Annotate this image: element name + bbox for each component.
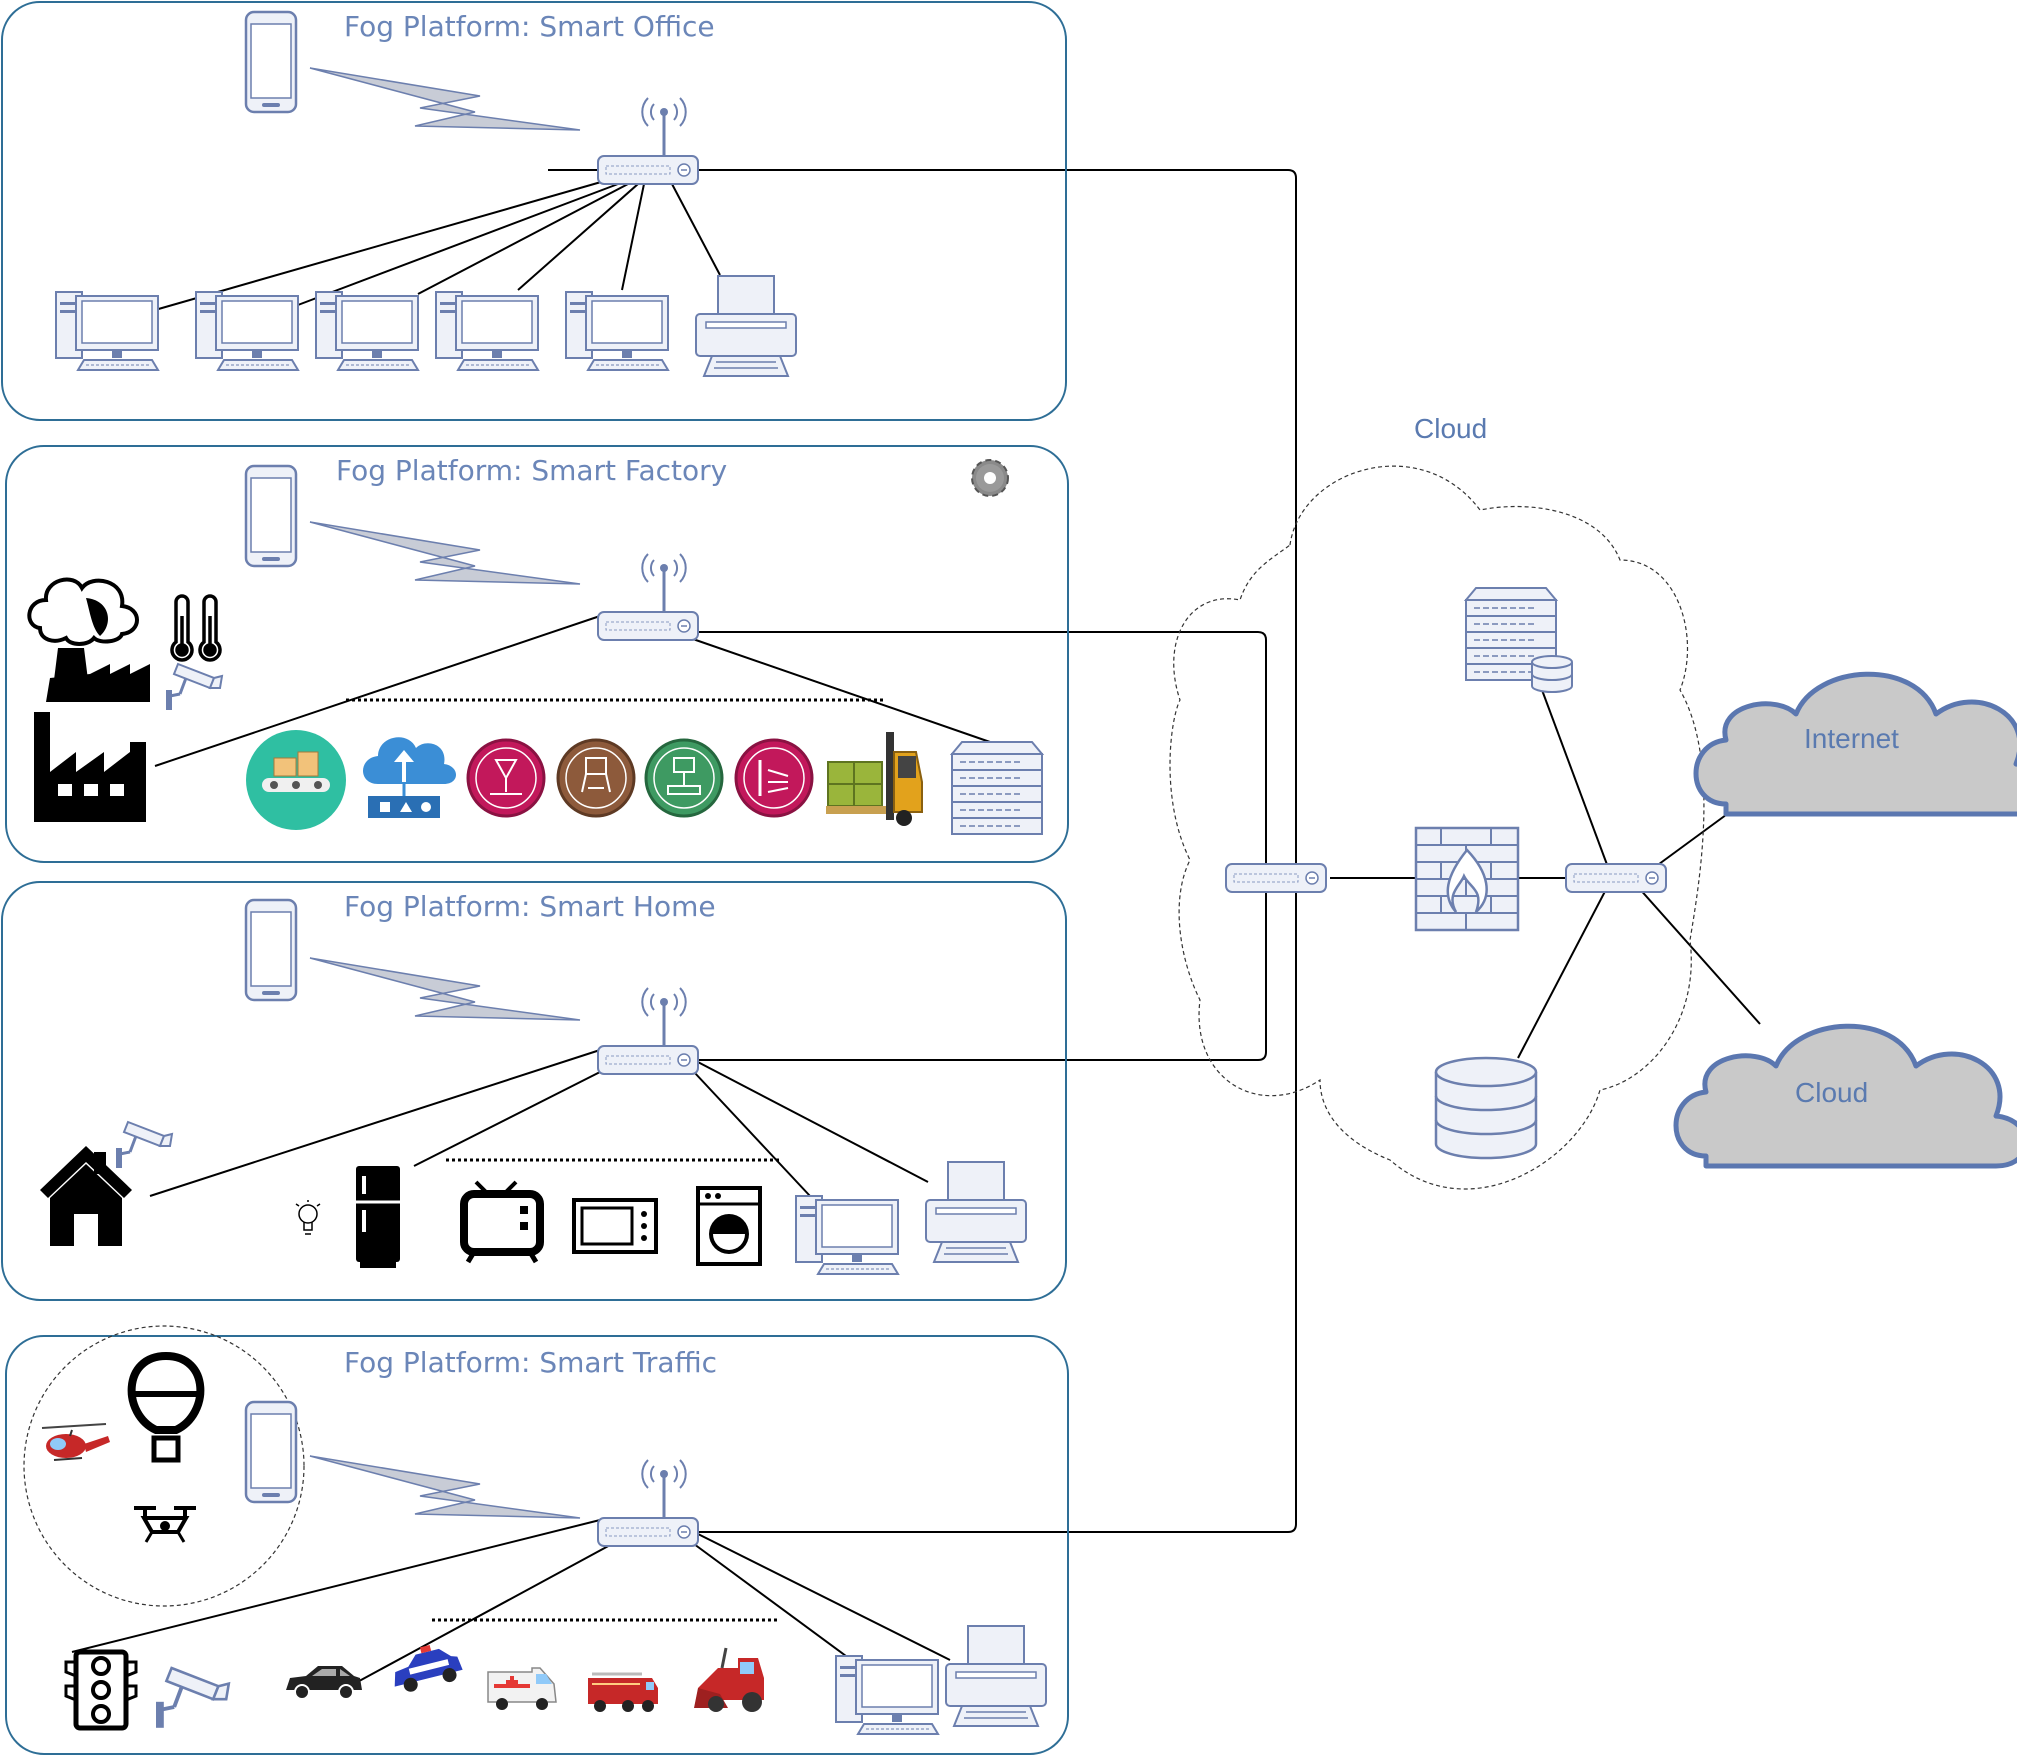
power-plant-icon	[27, 577, 150, 702]
traffic-light-icon	[64, 1649, 138, 1731]
robotic-welding-icon	[734, 738, 814, 818]
printer-icon[interactable]	[925, 1161, 1027, 1263]
hot-air-balloon-icon	[127, 1351, 205, 1463]
ambulance-icon	[487, 1667, 557, 1710]
wireless-router-icon[interactable]	[598, 98, 698, 184]
desktop-pc-icon[interactable]	[795, 1195, 899, 1275]
platform-smart-office: Fog Platform: Smart Office	[1, 1, 1067, 421]
database-icon[interactable]	[1434, 1056, 1538, 1160]
aerial-zone	[23, 1325, 305, 1607]
desktop-pc-icon[interactable]	[565, 291, 669, 371]
wireless-link-icon	[309, 957, 581, 1021]
platform-title: Fog Platform: Smart Office	[344, 10, 715, 43]
helicopter-icon	[41, 1423, 110, 1461]
platform-title: Fog Platform: Smart Factory	[336, 454, 727, 487]
wireless-router-icon[interactable]	[598, 988, 698, 1074]
desktop-pc-icon[interactable]	[315, 291, 419, 371]
firewall-icon[interactable]	[1414, 826, 1520, 932]
desktop-pc-icon[interactable]	[55, 291, 159, 371]
car-icon	[286, 1666, 362, 1700]
phone-icon[interactable]	[244, 1400, 298, 1504]
printer-icon[interactable]	[945, 1625, 1047, 1727]
cloud-region-label: Cloud	[1414, 413, 1487, 444]
forklift-icon	[826, 732, 923, 826]
phone-icon[interactable]	[244, 10, 298, 114]
house-icon	[40, 1146, 132, 1246]
core-router-right[interactable]	[1565, 863, 1667, 893]
core-router-left[interactable]	[1225, 863, 1327, 893]
internet-label: Internet	[1804, 723, 1899, 754]
platform-smart-home: Fog Platform: Smart Home	[1, 881, 1067, 1301]
microwave-icon	[572, 1198, 658, 1254]
phone-icon[interactable]	[244, 898, 298, 1002]
cloud-boundary	[1169, 465, 1705, 1190]
platform-title: Fog Platform: Smart Traffic	[344, 1346, 717, 1379]
police-car-icon	[394, 1644, 463, 1692]
robotic-assembly-icon	[644, 738, 724, 818]
server-storage-icon	[1531, 655, 1573, 693]
factory-icon	[34, 712, 146, 822]
wireless-link-icon	[309, 67, 581, 131]
desktop-pc-icon[interactable]	[435, 291, 539, 371]
thermometer-icon	[170, 594, 222, 662]
wireless-router-icon[interactable]	[598, 554, 698, 640]
drone-icon	[134, 1506, 196, 1543]
traffic-camera-icon	[154, 1666, 231, 1730]
factory-server-icon[interactable]	[951, 741, 1043, 835]
core-network: Cloud Internet	[1169, 413, 2017, 1190]
cloud-upload-icon	[363, 737, 456, 818]
wireless-link-icon	[309, 1455, 581, 1519]
office-links	[154, 179, 721, 311]
external-cloud-label: Cloud	[1795, 1077, 1868, 1108]
refrigerator-icon	[356, 1166, 400, 1268]
desktop-pc-icon[interactable]	[835, 1655, 939, 1735]
fire-truck-icon	[588, 1672, 658, 1712]
robotic-arm-icon	[556, 738, 636, 818]
harvester-icon	[694, 1647, 764, 1712]
robotic-crane-icon	[466, 738, 546, 818]
television-icon	[460, 1180, 544, 1264]
conveyor-icon	[246, 730, 346, 830]
light-bulb-icon	[295, 1200, 321, 1235]
phone-icon[interactable]	[244, 464, 298, 568]
gear-icon	[971, 459, 1009, 497]
desktop-pc-icon[interactable]	[195, 291, 299, 371]
home-links	[149, 1049, 929, 1197]
washing-machine-icon	[696, 1186, 762, 1266]
wireless-link-icon	[309, 521, 581, 585]
security-camera-icon	[114, 1120, 174, 1170]
factory-links	[154, 615, 991, 767]
wireless-router-icon[interactable]	[598, 1460, 698, 1546]
platform-smart-traffic: Fog Platform: Smart Traffic	[5, 1325, 1069, 1755]
uplink-lines	[548, 169, 1761, 1533]
platform-title: Fog Platform: Smart Home	[344, 890, 716, 923]
security-camera-icon	[164, 662, 224, 712]
printer-icon[interactable]	[695, 275, 797, 377]
platform-smart-factory: Fog Platform: Smart Factory	[5, 445, 1069, 863]
traffic-links	[71, 1519, 951, 1687]
